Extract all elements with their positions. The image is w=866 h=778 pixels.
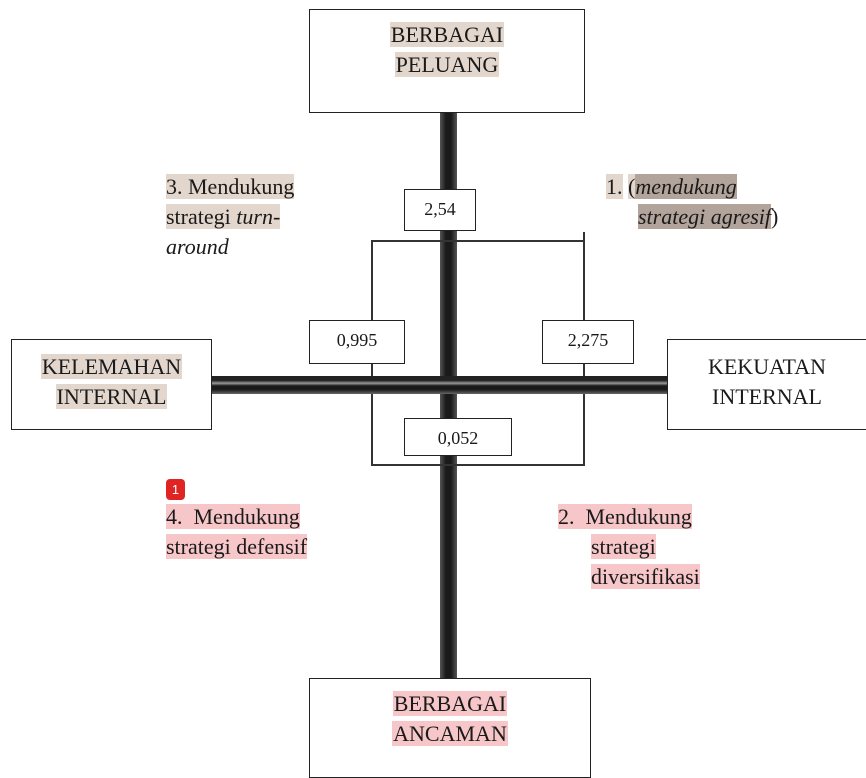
quadrant-4-number: 4.: [166, 504, 183, 529]
strengths-label-line2: INTERNAL: [712, 384, 822, 409]
strengths-label-line1: KEKUATAN: [707, 354, 826, 379]
quadrant-1-close-paren: ): [771, 204, 779, 229]
threats-label-line2: ANCAMAN: [392, 721, 508, 746]
quadrant-3-number: 3.: [166, 174, 183, 199]
opportunities-label-line1: BERBAGAI: [389, 22, 505, 47]
quadrant-1-number: 1.: [606, 174, 623, 199]
weaknesses-label-line2: INTERNAL: [55, 384, 168, 409]
strengths-box: KEKUATAN INTERNAL: [667, 339, 866, 430]
value-box-left: 0,995: [309, 320, 405, 364]
weaknesses-label-line1: KELEMAHAN: [40, 354, 183, 379]
quadrant-1-text1: mendukung: [635, 174, 737, 199]
threats-label-line1: BERBAGAI: [392, 691, 508, 716]
quadrant-2-text2: strategi: [591, 534, 656, 559]
bracket-bottom-line: [371, 464, 584, 466]
bracket-left-lower-line: [371, 394, 373, 466]
horizontal-axis: [212, 376, 668, 394]
quadrant-3-label: 3. Mendukung strategi turn- around: [166, 172, 346, 262]
quadrant-2-number: 2.: [558, 504, 575, 529]
quadrant-1-label: 1. (mendukung strategi agresif): [606, 172, 846, 232]
quadrant-3-text2-italic: turn-: [236, 204, 281, 229]
value-box-right: 2,275: [542, 320, 634, 364]
quadrant-2-text1: Mendukung: [585, 504, 692, 529]
quadrant-3-text1: Mendukung: [188, 174, 295, 199]
quadrant-4-label: 4. Mendukung strategi defensif: [166, 502, 366, 562]
threats-box: BERBAGAI ANCAMAN: [309, 678, 591, 778]
annotation-badge[interactable]: 1: [166, 479, 185, 500]
quadrant-2-text3: diversifikasi: [591, 564, 700, 589]
quadrant-4-text2: strategi defensif: [166, 534, 308, 559]
quadrant-1-open-paren: (: [628, 174, 636, 199]
bracket-top-line: [371, 240, 584, 242]
value-box-top: 2,54: [404, 189, 476, 231]
bracket-right-lower-line: [583, 394, 585, 466]
quadrant-3-text2: strategi: [166, 204, 231, 229]
quadrant-4-text1: Mendukung: [193, 504, 300, 529]
opportunities-box: BERBAGAI PELUANG: [309, 9, 585, 113]
opportunities-label-line2: PELUANG: [394, 52, 500, 77]
value-box-bottom: 0,052: [404, 418, 512, 456]
quadrant-1-text2: strategi agresif: [638, 204, 772, 229]
weaknesses-box: KELEMAHAN INTERNAL: [11, 339, 212, 430]
vertical-axis: [440, 112, 457, 682]
quadrant-3-text3: around: [166, 234, 229, 259]
quadrant-2-label: 2. Mendukung strategi diversifikasi: [558, 502, 758, 592]
bracket-right-upper-line: [583, 232, 585, 376]
bracket-left-upper-line: [371, 240, 373, 376]
